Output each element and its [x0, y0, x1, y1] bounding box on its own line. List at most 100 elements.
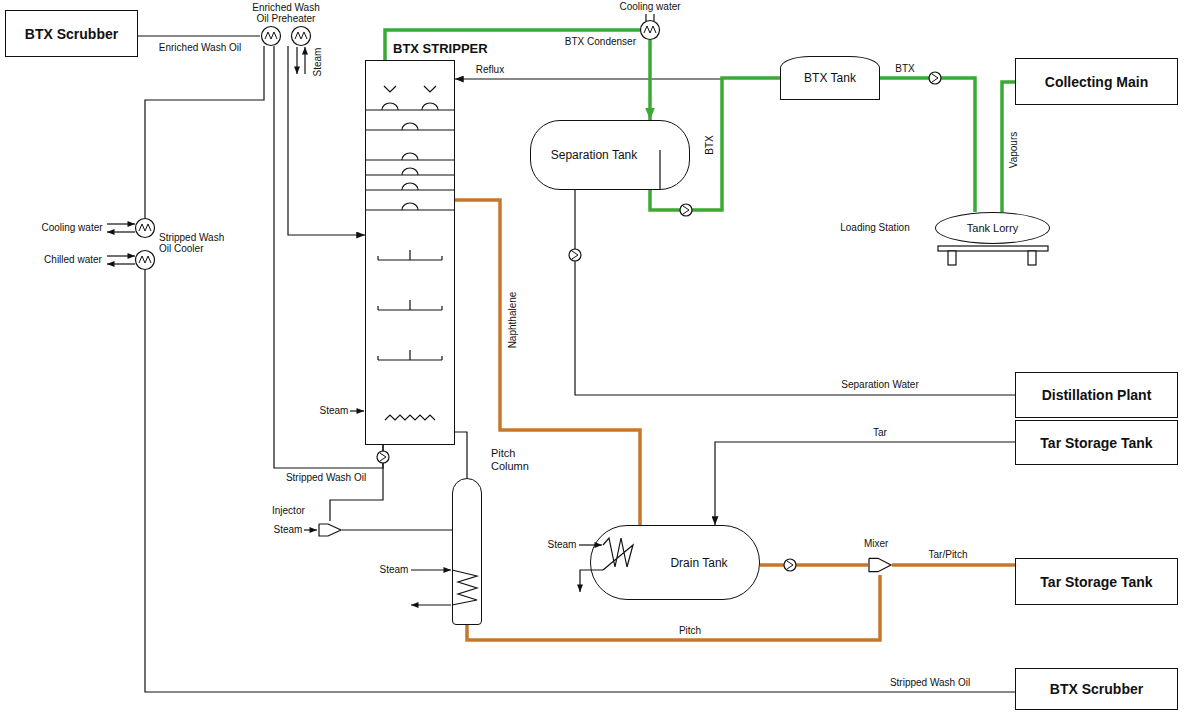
pipe-line [467, 575, 880, 640]
exchanger-coil [139, 224, 151, 231]
nozzle-outline [869, 558, 891, 571]
condenser: BTX Condenser [640, 20, 660, 40]
node-label: Tank Lorry [967, 222, 1018, 234]
equipment-outline [135, 218, 155, 270]
steam-line [350, 410, 364, 411]
unit-box: Collecting Main [1015, 58, 1178, 105]
utility-label: Steam [547, 539, 578, 551]
separation-tank: Separation Tank [530, 120, 690, 190]
pipe-line [760, 563, 868, 567]
equipment-outline [640, 20, 660, 40]
bubble-cap [382, 103, 438, 210]
unit-box: Tar Storage Tank [1015, 558, 1178, 605]
exchanger-circle [292, 27, 311, 46]
stream-label: Pitch [678, 625, 702, 637]
node-label: BTX Scrubber [1050, 681, 1143, 697]
nozzle-outline [319, 524, 341, 536]
stream-label: Enriched Wash Oil [158, 42, 242, 54]
pipe-line [648, 40, 652, 120]
pipe-line [892, 563, 1015, 567]
unit-box: Tar Storage Tank [1015, 420, 1178, 465]
utility-label: Chilled water [43, 254, 103, 266]
pipe-line [455, 432, 467, 478]
node-label: Distillation Plant [1042, 387, 1152, 403]
lorry-leg [948, 251, 956, 265]
exchanger-coil [265, 32, 277, 39]
water-line [653, 14, 654, 21]
utility-label: Cooling water [40, 222, 103, 234]
utility-label: Loading Station [839, 222, 911, 234]
water-line [107, 231, 135, 232]
steam-line [304, 529, 317, 530]
stream-label: Naphthalene [507, 291, 519, 350]
exchanger-circle [641, 21, 660, 40]
stream-label: Tar [872, 427, 888, 439]
pump-symbol [784, 559, 796, 571]
condensate-line [580, 570, 603, 592]
pipe-line [145, 46, 264, 218]
node-label: Collecting Main [1045, 74, 1148, 90]
exchanger-coil [139, 256, 151, 263]
pipe-line [342, 529, 452, 530]
mixer-symbol: Mixer [868, 555, 892, 575]
node-label: BTX Tank [804, 71, 856, 85]
pipe-line [455, 79, 722, 210]
exchanger-coil [644, 26, 656, 33]
node-label: BTX Condenser [562, 36, 636, 47]
drain-tank: Drain Tank [590, 525, 760, 600]
stream-label: BTX [894, 63, 915, 75]
stream-label: Stripped Wash Oil [285, 472, 367, 484]
utility-label: Steam [312, 47, 324, 78]
unit-box: Distillation Plant [1015, 372, 1178, 418]
exchanger-coil [295, 32, 307, 39]
condensate-line [411, 604, 451, 605]
stream-label: Vapours [1008, 131, 1020, 170]
column-tray [366, 110, 454, 210]
utility-label: Steam [273, 524, 304, 536]
exchanger-circle [136, 219, 155, 238]
pipe-line [880, 78, 975, 212]
pipe-line [274, 46, 383, 468]
node-label: Separation Tank [551, 148, 638, 162]
stream-label: BTX [704, 134, 716, 155]
pump-symbol [569, 249, 581, 261]
weir-plate [659, 150, 660, 190]
water-line [107, 263, 135, 264]
utility-label: Steam [379, 564, 410, 576]
exchanger-circle [136, 251, 155, 270]
node-label: Pitch Column [491, 447, 541, 473]
steam-line [304, 47, 305, 74]
lorry-leg [1028, 251, 1036, 265]
heating-coil [603, 538, 633, 570]
pump-symbol [929, 72, 941, 84]
steam-line [296, 47, 297, 74]
pump-symbol [377, 451, 389, 463]
node-label: BTX STRIPPER [393, 41, 488, 56]
node-label: Enriched Wash Oil Preheater [248, 2, 324, 24]
spray-nozzle [384, 86, 436, 92]
utility-label: Cooling water [618, 1, 681, 13]
liquid-distributor [378, 250, 442, 360]
node-label: Mixer [864, 538, 888, 549]
pipe-line [385, 30, 640, 60]
utility-label: Steam [319, 405, 350, 417]
pipe-line [145, 270, 1015, 692]
node-label: Tar Storage Tank [1040, 435, 1152, 451]
pipe-line [715, 442, 1015, 525]
lorry-chassis [938, 246, 1048, 251]
heat-exchanger: Stripped Wash Oil Cooler [135, 218, 155, 270]
steam-line [579, 544, 602, 545]
unit-box: BTX Scrubber [5, 10, 138, 57]
equipment-outline [318, 521, 342, 539]
equipment-outline [868, 555, 892, 575]
pump-impeller [380, 74, 938, 569]
water-line [645, 14, 646, 21]
node-label: BTX Scrubber [25, 26, 118, 42]
stream-label: Tar/Pitch [928, 549, 969, 561]
pitch-column: Pitch Column [452, 478, 482, 625]
heating-coil [452, 570, 477, 605]
stripper-column: BTX STRIPPER [365, 60, 455, 445]
